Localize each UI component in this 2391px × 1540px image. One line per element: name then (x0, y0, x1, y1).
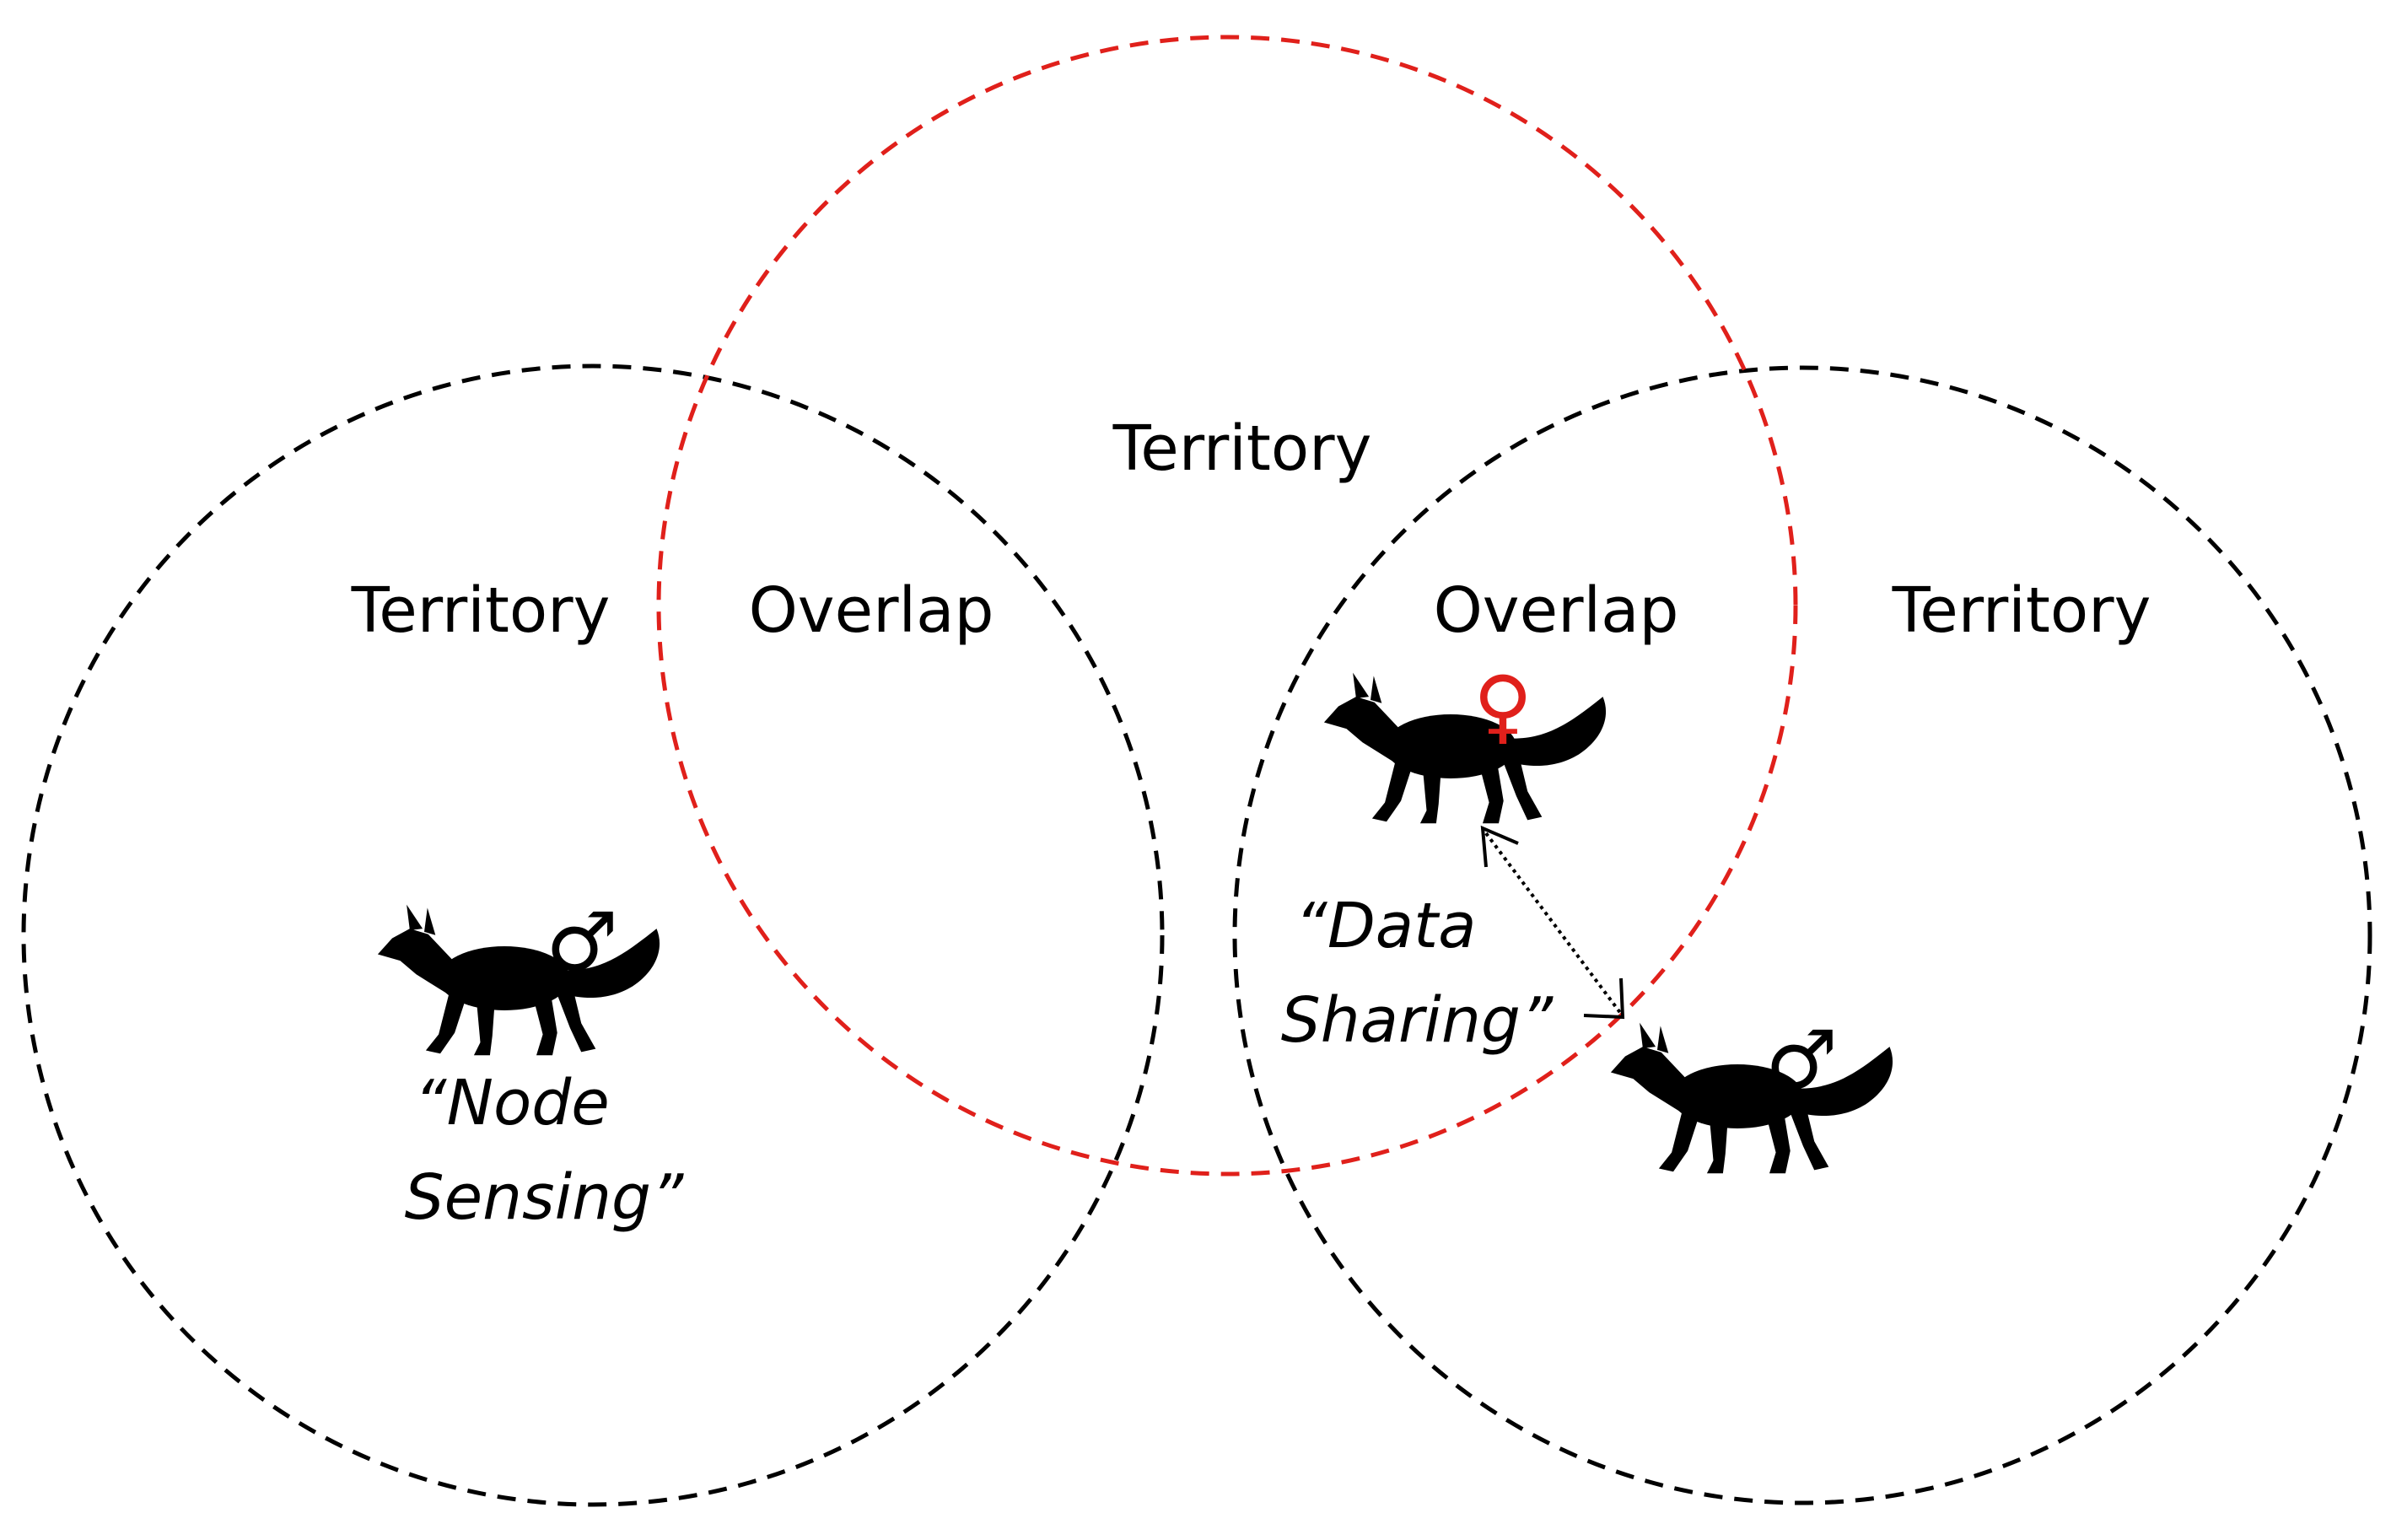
female-fox-icon (1323, 672, 1607, 824)
left-male-symbol-icon: ♂ (546, 895, 618, 989)
female-symbol-icon: ♀ (1473, 659, 1532, 753)
right-territory-circle (1232, 365, 2372, 1505)
female-territory-circle (656, 35, 1798, 1177)
right-male-symbol-icon: ♂ (1765, 1013, 1838, 1107)
left-territory-circle (21, 363, 1165, 1507)
left-territory-label: Territory (351, 574, 611, 647)
data-sharing-arrow-icon (1480, 825, 1625, 1020)
data-sharing-caption-line2: Sharing” (1281, 984, 1554, 1057)
data-sharing-caption-line1: “Data (1295, 890, 1476, 962)
right-territory-label: Territory (1892, 574, 2151, 647)
right-overlap-label: Overlap (1434, 574, 1679, 647)
left-overlap-label: Overlap (749, 574, 994, 647)
node-sensing-caption-line1: “Node (414, 1067, 609, 1139)
node-sensing-caption-line2: Sensing” (405, 1161, 684, 1234)
right-male-fox-icon (1610, 1022, 1893, 1174)
center-territory-label: Territory (1112, 412, 1372, 485)
